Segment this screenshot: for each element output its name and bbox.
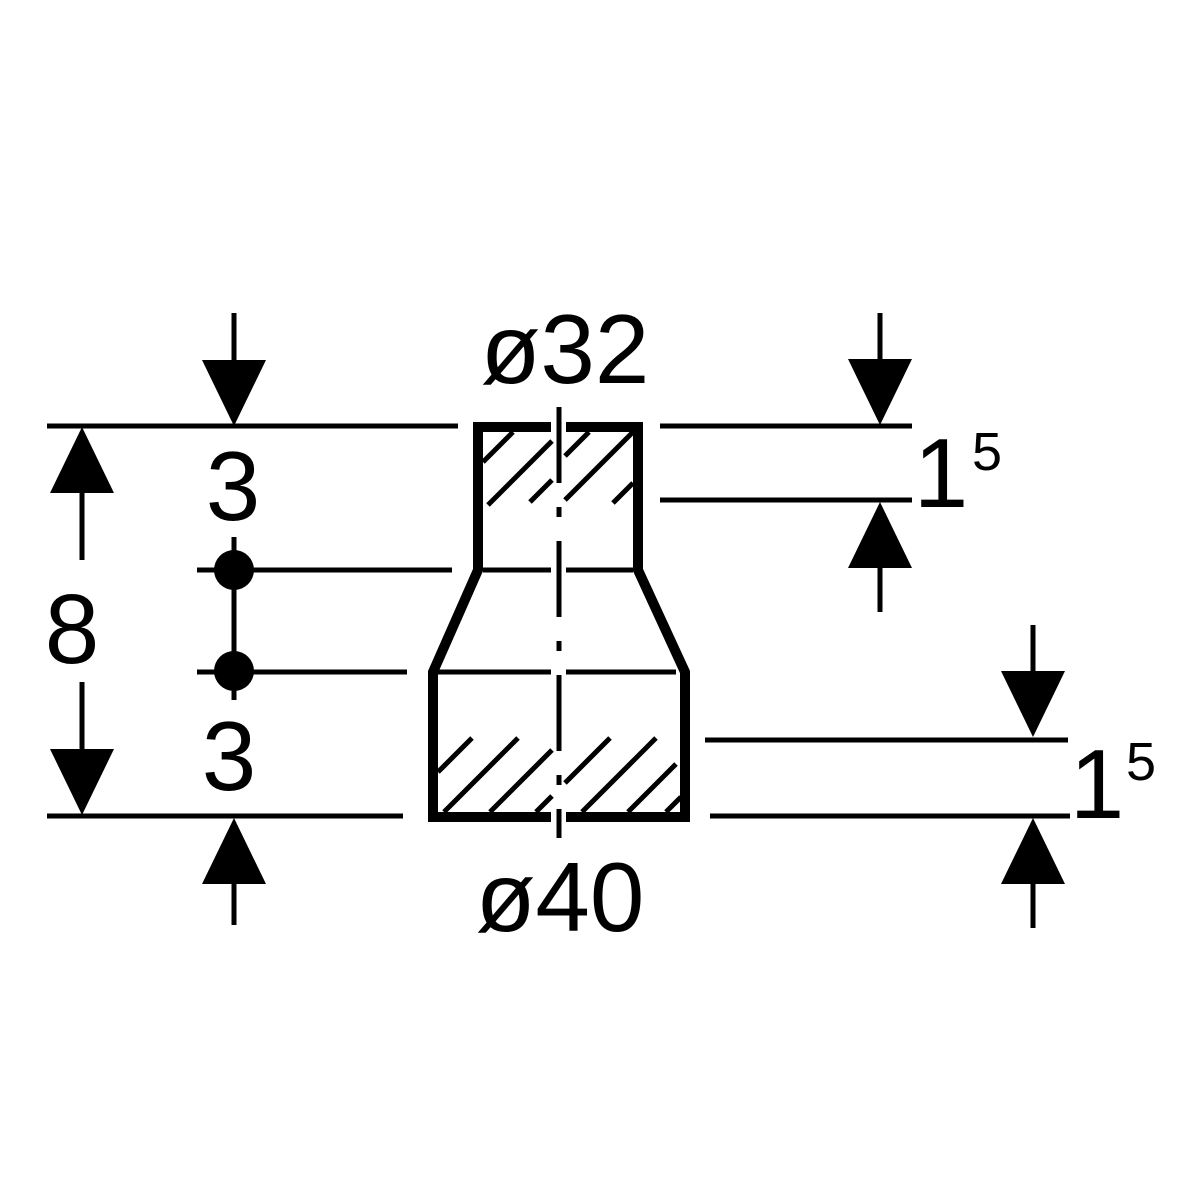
arrowhead-down-overall (50, 749, 114, 815)
hatch-line (626, 762, 678, 814)
hatch-line (580, 736, 658, 814)
label-top-diameter: ø32 (481, 294, 650, 404)
transition-edges (438, 567, 676, 675)
hatch-line (436, 736, 474, 774)
arrowhead-down-wall-bottom (1001, 671, 1065, 737)
arrowhead-down-offset-top (202, 360, 266, 426)
label-bottom-diameter: ø40 (476, 842, 645, 952)
reference-dots (214, 550, 254, 691)
fitting-left-wall (428, 422, 483, 822)
label-offset-top: 3 (206, 431, 261, 541)
fitting-outline (428, 422, 690, 822)
arrowhead-down-wall-top (848, 359, 912, 425)
arrowhead-up-wall-bottom (1001, 818, 1065, 884)
section-hatching (436, 430, 683, 814)
dimension-labels: ø32 ø40 3 8 3 1 5 1 5 (45, 294, 1156, 952)
reference-dot-upper (214, 550, 254, 590)
hatch-line (442, 736, 520, 814)
reference-dot-lower (214, 651, 254, 691)
hatch-line (486, 439, 554, 507)
hatch-line (563, 736, 612, 785)
label-wall-top-value: 1 (914, 418, 969, 528)
fitting-right-wall (633, 422, 690, 822)
hatch-line (664, 795, 683, 814)
hatch-line (534, 794, 554, 814)
arrowhead-up-wall-top (848, 502, 912, 568)
dimension-lines (47, 313, 1070, 928)
label-overall-height: 8 (45, 574, 100, 684)
label-offset-bottom: 3 (202, 701, 257, 811)
arrowhead-up-offset-bottom (202, 818, 266, 884)
hatch-line (488, 748, 554, 814)
label-wall-top-superscript: 5 (972, 422, 1002, 482)
hatch-line (611, 481, 635, 505)
hatch-line (563, 430, 635, 502)
hatch-line (528, 478, 554, 504)
arrowhead-up-overall (50, 427, 114, 493)
arrowheads (50, 359, 1065, 884)
hatch-line (563, 430, 591, 458)
hatch-line (481, 430, 515, 464)
label-wall-bottom-superscript: 5 (1126, 732, 1156, 792)
label-wall-bottom-value: 1 (1070, 729, 1125, 839)
